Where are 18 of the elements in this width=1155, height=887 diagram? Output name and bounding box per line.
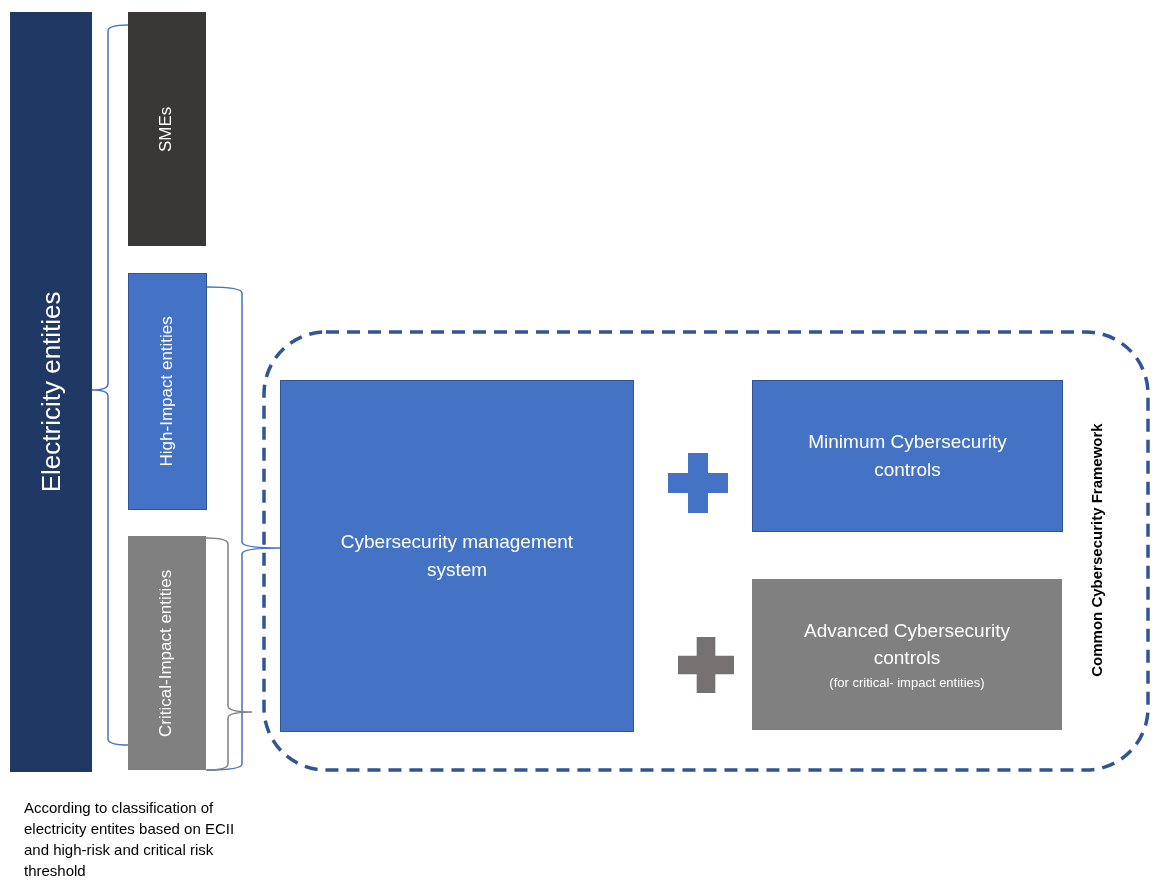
box-label: SMEs (155, 106, 177, 152)
category-box (128, 273, 207, 510)
category-bar (10, 12, 92, 772)
process-box (752, 579, 1062, 730)
box-label: Minimum Cybersecurity controls (807, 430, 1008, 482)
box-label: Advanced Cybersecurity controls (803, 618, 1011, 671)
category-box (128, 536, 206, 770)
box-note: (for critical- impact entities) (829, 673, 985, 692)
box-label: High-Impact entities (156, 316, 178, 467)
box-label: Cybersecurity management system (339, 530, 575, 582)
framework-frame (262, 330, 1150, 772)
frame-heading: Common Cybersecurity Framework (1087, 422, 1106, 679)
bar-label: Electricity entities (34, 291, 67, 493)
category-box (128, 12, 206, 246)
note-text: According to classification of electricity entites based on ECII and high-risk and critical risk threshold (24, 798, 236, 881)
process-box (280, 380, 634, 732)
process-box (752, 380, 1063, 532)
box-label: Critical-Impact entities (155, 569, 177, 737)
